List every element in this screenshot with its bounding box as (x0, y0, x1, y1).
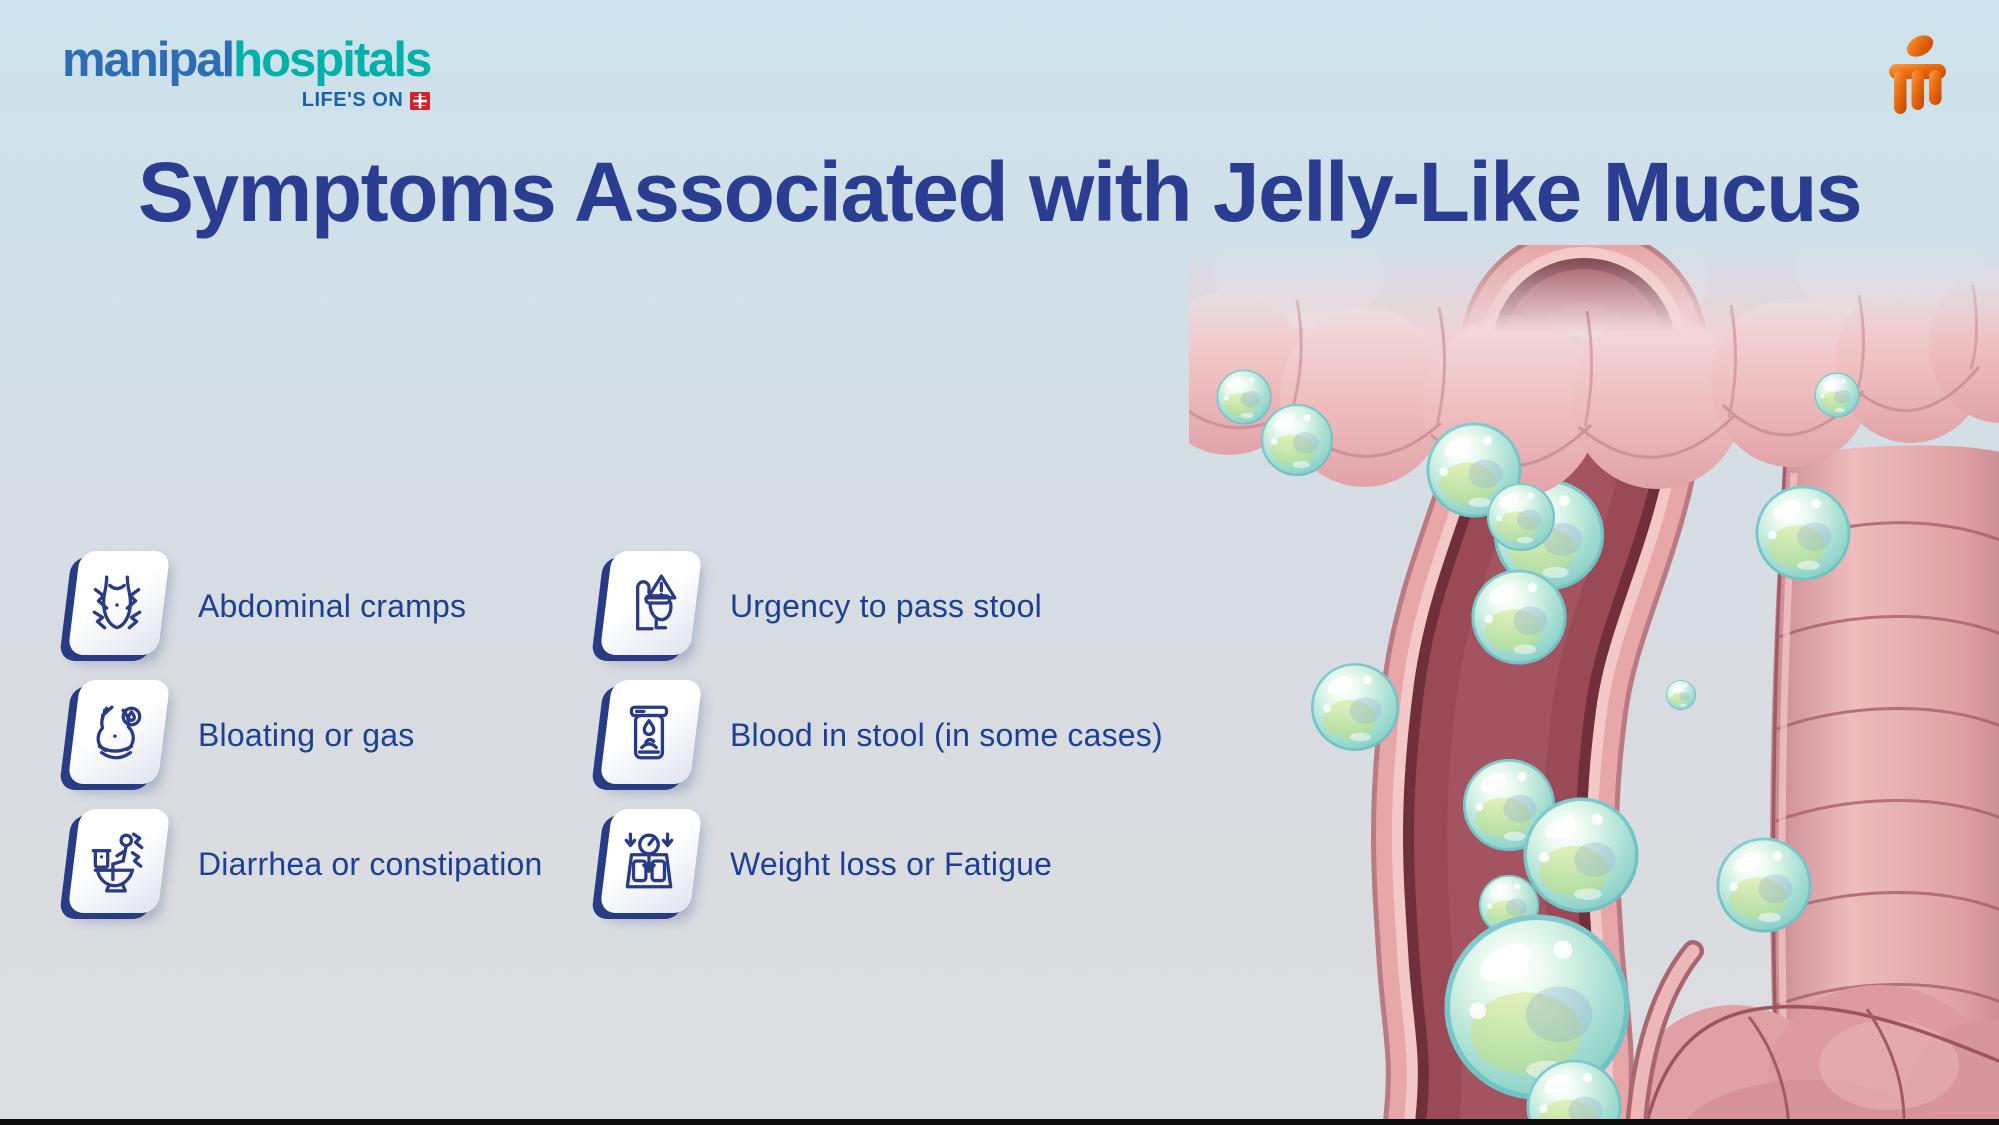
diarrhea-constipation-icon (64, 809, 171, 919)
bottom-edge-bar (0, 1119, 1999, 1125)
urgency-pass-stool-icon (596, 551, 703, 661)
symptom-item: Bloating or gas (64, 680, 543, 790)
page-title: Symptoms Associated with Jelly-Like Mucu… (137, 145, 1863, 239)
symptoms-column-left: Abdominal cramps Bloating or gas (64, 551, 543, 938)
logo-text-hospitals: hospitals (233, 33, 432, 87)
logo-text-manipal: manipal (62, 33, 235, 87)
symptom-label: Weight loss or Fatigue (730, 845, 1053, 882)
symptom-item: Blood in stool (in some cases) (596, 680, 1163, 790)
manipal-cross-badge-icon (410, 91, 431, 110)
symptom-item: Abdominal cramps (64, 551, 543, 661)
symptom-label: Blood in stool (in some cases) (730, 716, 1163, 753)
logo-tagline: LIFE'S ON (301, 89, 404, 111)
symptom-label: Diarrhea or constipation (198, 845, 543, 882)
logo-tagline-row: LIFE'S ON (301, 89, 431, 112)
colon-mucus-illustration (1151, 212, 1999, 1125)
weight-loss-fatigue-icon (596, 809, 703, 919)
symptom-item: Diarrhea or constipation (64, 809, 543, 919)
symptom-item: Weight loss or Fatigue (596, 809, 1163, 919)
manipal-m-mark-icon (1886, 30, 1948, 124)
blood-in-stool-icon (596, 680, 703, 790)
symptom-label: Abdominal cramps (198, 587, 467, 624)
symptoms-column-right: Urgency to pass stool Blood in stool (in… (596, 551, 1163, 938)
symptom-label: Urgency to pass stool (730, 587, 1042, 624)
logo-wordmark: manipalhospitals (62, 33, 432, 87)
symptom-item: Urgency to pass stool (596, 551, 1163, 661)
manipal-hospitals-logo: manipalhospitals LIFE'S ON (62, 33, 432, 112)
symptom-label: Bloating or gas (198, 716, 415, 753)
abdominal-cramps-icon (64, 551, 171, 661)
bloating-gas-icon (64, 680, 171, 790)
bottom-right-bowel-mass (1625, 940, 1999, 1125)
